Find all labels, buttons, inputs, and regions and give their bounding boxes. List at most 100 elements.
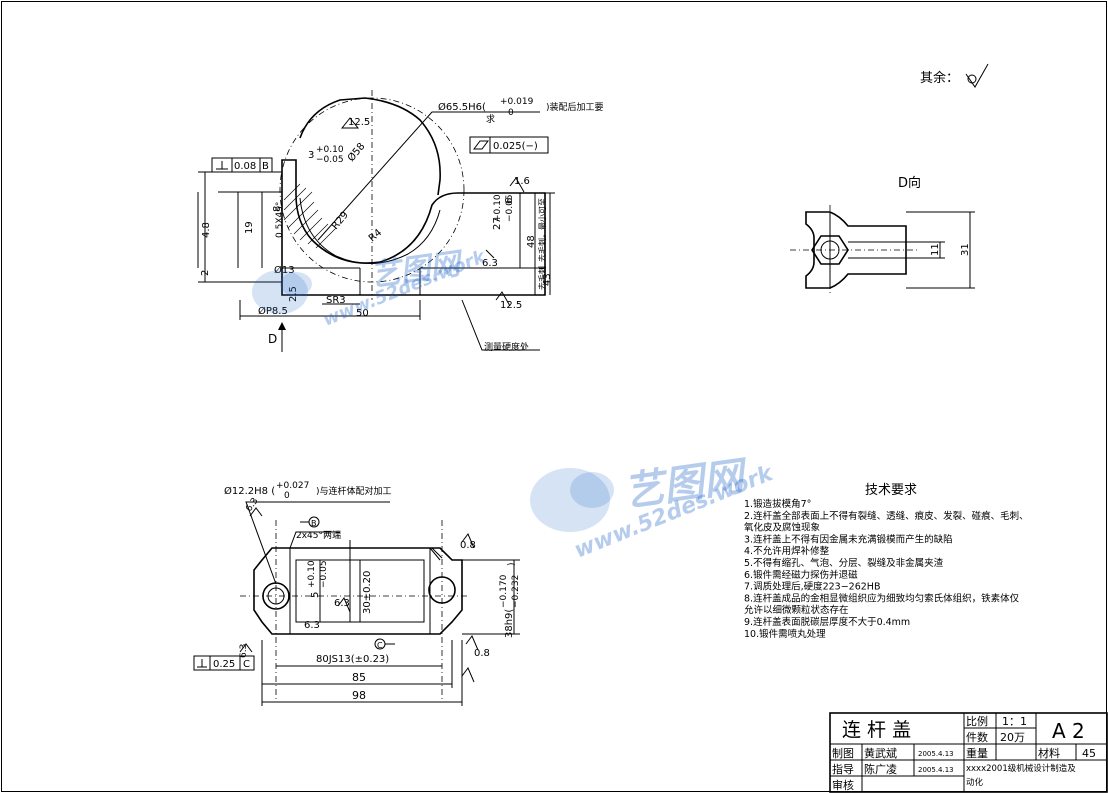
guide-label: 指导 xyxy=(832,762,854,776)
tech-item: 8.连杆盖成品的金相显微组织应为细致均匀索氏体组织，铁素体仅 xyxy=(744,592,1020,604)
tech-item: 4.不允许用焊补修整 xyxy=(744,545,830,557)
dim-3-upper: +0.10 xyxy=(316,145,344,155)
tech-item: 9.连杆盖表面脱碳层厚度不大于0.4mm xyxy=(744,616,910,628)
org-line-1: xxxx2001级机械设计制造及 xyxy=(966,763,1076,774)
count-label: 件数 xyxy=(966,731,988,744)
org-line-2: 动化 xyxy=(966,777,984,788)
dim-48: 48 xyxy=(526,235,537,248)
bore-note-1: )装配后加工要 xyxy=(546,101,604,113)
perp-value: 0.08 xyxy=(234,161,256,172)
review-label: 审核 xyxy=(832,778,854,792)
tech-item: 1.锻造拔模角7° xyxy=(744,498,811,510)
sheet-size: A 2 xyxy=(1052,719,1085,743)
dim-38-lower: −0.232 xyxy=(511,575,521,608)
tech-item: 7.调质处理后,硬度223−262HB xyxy=(744,581,880,593)
perp-datum: B xyxy=(262,161,269,172)
dim-80: 80JS13(±0.23) xyxy=(316,654,389,665)
tech-item: 3.连杆盖上不得有因金属未充满锻模而产生的缺陷 xyxy=(744,533,953,545)
bore-dim-main: Ø65.5H6( xyxy=(438,101,486,113)
dim-27: 27 xyxy=(492,217,503,230)
hole-lower: 0 xyxy=(284,491,290,501)
perpendicularity-frame: 0.08 B xyxy=(211,157,273,173)
dim-98: 98 xyxy=(352,689,366,702)
dim-5: 5 xyxy=(310,592,321,598)
scale-label: 比例 xyxy=(966,714,988,728)
dim-2: 2 xyxy=(200,270,211,276)
section-hatch xyxy=(283,183,337,249)
surface-12-5-b: 12.5 xyxy=(500,300,522,311)
tech-title: 技术要求 xyxy=(865,483,917,498)
bore-dim-lower: 0 xyxy=(508,108,514,118)
watermark-2: 艺图网 www.52des.work xyxy=(530,453,778,564)
surface-6-3-c: 6.3 xyxy=(334,598,350,609)
surface-6-3-d: 6.3 xyxy=(304,620,320,631)
dim-05x45: 0.5X45° xyxy=(275,202,285,238)
bottom-view: 0.25 C Ø12.2H8 ( +0.027 0 )与连杆体配对加工 2x45… xyxy=(193,481,521,706)
dim-27-upper: +0.10 xyxy=(493,194,503,222)
material-label: 材料 xyxy=(1038,746,1060,760)
hole-upper: +0.027 xyxy=(276,481,309,491)
view-label-d: D xyxy=(268,332,277,346)
hole-dim: Ø12.2H8 ( xyxy=(224,485,275,497)
dim-r4: R4 xyxy=(367,227,384,244)
dim-85: 85 xyxy=(352,671,366,684)
dim-30: 30±0.20 xyxy=(362,571,373,614)
drawn-by: 黄武斌 xyxy=(864,746,897,760)
title-block: 连 杆 盖 比例 1：1 件数 20万 A 2 制图 黄武斌 2005.4.13… xyxy=(829,712,1108,793)
top-view: 0.08 B 0.025(−) Ø65.5H6( +0.019 0 )装配后加工… xyxy=(197,90,604,353)
perp-datum-bottom: C xyxy=(243,659,250,670)
dim-sr3: SR3 xyxy=(326,295,346,306)
dim-r29: R29 xyxy=(330,210,351,232)
dim-3-main: 3 xyxy=(308,150,314,161)
dim-5-lower: −0.05 xyxy=(319,560,329,588)
hole-note: )与连杆体配对加工 xyxy=(316,485,392,497)
dim-27-lower: −0.05 xyxy=(505,194,515,222)
perpendicularity-frame-bottom: 0.25 C xyxy=(193,655,255,671)
chamfer-note: 2x45°两端 xyxy=(296,529,341,541)
material-value: 45 xyxy=(1082,747,1096,760)
part-name: 连 杆 盖 xyxy=(842,719,911,741)
dim-38-close: ) xyxy=(507,562,517,566)
dim-3-lower: −0.05 xyxy=(316,155,344,165)
dim-4-8: 4.8 xyxy=(201,222,212,238)
dim-38: 38h9( xyxy=(504,609,515,638)
datum-b: B xyxy=(311,519,317,528)
hardness-note: 测量硬度处 xyxy=(484,341,529,353)
tech-items: 1.锻造拔模角7°2.连杆盖全部表面上不得有裂缝、透缝、痕皮、发裂、碰痕、毛刺、… xyxy=(744,498,1029,640)
surface-0-8-b: 0.8 xyxy=(474,648,490,659)
flatness-value: 0.025(−) xyxy=(493,141,538,152)
dim-6: 6 xyxy=(504,198,515,204)
dim-5-upper: +0.10 xyxy=(307,560,317,588)
dim-50: 50 xyxy=(356,308,369,319)
surface-6-3-b: 6.3 xyxy=(239,644,249,658)
bore-dim-upper: +0.019 xyxy=(500,97,534,107)
dim-31: 31 xyxy=(960,243,971,256)
tech-item: 6.锻件需经磁力探伤并退磁 xyxy=(744,569,858,581)
tech-item: 允许以细微颗粒状态存在 xyxy=(744,604,849,616)
dim-38-upper: −0.170 xyxy=(499,574,509,608)
surface-0-8-a: 0.8 xyxy=(460,540,476,551)
dim-11: 11 xyxy=(930,243,941,256)
surface-1-6: 1.6 xyxy=(514,176,530,187)
dim-19: 19 xyxy=(244,221,255,234)
tech-item: 氧化皮及腐蚀现象 xyxy=(744,522,821,534)
count-value: 20万 xyxy=(1000,731,1025,744)
watermark-1: 艺图网 www.52des.work xyxy=(252,246,489,331)
scale-value: 1：1 xyxy=(1002,715,1027,728)
dim-2-5: 2.5 xyxy=(288,286,299,302)
drawn-date: 2005.4.13 xyxy=(918,750,954,758)
tech-item: 5.不得有缩孔、气泡、分层、裂缝及非金属夹渣 xyxy=(744,557,944,569)
dim-phi13: Ø13 xyxy=(274,264,295,276)
side-note-1: 去毛刺，最小可至 xyxy=(537,198,547,262)
rough-note: 其余： xyxy=(920,63,989,88)
guide-date: 2005.4.13 xyxy=(918,766,954,774)
dim-8: 8 xyxy=(272,206,283,212)
side-note-2: 去毛刺 xyxy=(537,266,547,290)
perp-value-bottom: 0.25 xyxy=(213,659,235,670)
dim-phi8-5: ØP8.5 xyxy=(258,305,288,317)
surface-6-3: 6.3 xyxy=(482,258,498,269)
bore-note-2: 求 xyxy=(486,113,495,125)
view-label-d-dir: D向 xyxy=(898,175,921,191)
